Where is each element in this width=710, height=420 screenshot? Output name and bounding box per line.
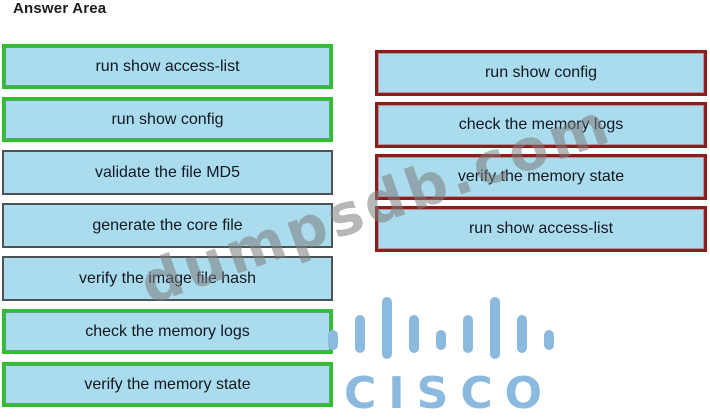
cisco-bar-icon	[355, 315, 365, 353]
option-label: generate the core file	[92, 216, 243, 234]
option-box[interactable]: run show config	[2, 97, 333, 142]
option-box[interactable]: run show access-list	[2, 44, 333, 89]
answer-slots-column: run show config check the memory logs veri…	[375, 50, 707, 252]
option-box[interactable]: check the memory logs	[375, 102, 707, 148]
cisco-bar-icon	[517, 315, 527, 353]
cisco-bar-icon	[382, 297, 392, 359]
cisco-bar-icon	[490, 297, 500, 359]
option-box[interactable]: verify the memory state	[375, 154, 707, 200]
option-box[interactable]: run show config	[375, 50, 707, 96]
source-options-column: run show access-list run show config valid…	[2, 44, 333, 407]
option-label: check the memory logs	[458, 116, 624, 133]
page-title: Answer Area	[13, 0, 107, 17]
cisco-logo-bars-icon	[328, 297, 554, 359]
option-label: run show access-list	[95, 57, 240, 75]
option-box[interactable]: check the memory logs	[2, 309, 333, 354]
cisco-bar-icon	[409, 315, 419, 353]
cisco-bar-icon	[544, 330, 554, 350]
option-label: check the memory logs	[85, 322, 250, 340]
option-label: verify the memory state	[84, 375, 251, 393]
option-label: run show config	[484, 64, 598, 81]
option-label: run show access-list	[468, 220, 614, 237]
option-box[interactable]: validate the file MD5	[2, 150, 333, 195]
cisco-bar-icon	[328, 330, 338, 350]
option-label: run show config	[111, 110, 224, 128]
cisco-bar-icon	[436, 330, 446, 350]
cisco-logo-text: CISCO	[344, 368, 555, 419]
option-label: verify the image file hash	[79, 269, 256, 287]
option-box[interactable]: generate the core file	[2, 203, 333, 248]
option-label: validate the file MD5	[95, 163, 240, 181]
option-box[interactable]: verify the image file hash	[2, 256, 333, 301]
option-box[interactable]: verify the memory state	[2, 362, 333, 407]
option-label: verify the memory state	[457, 168, 625, 185]
option-box[interactable]: run show access-list	[375, 206, 707, 252]
cisco-bar-icon	[463, 315, 473, 353]
